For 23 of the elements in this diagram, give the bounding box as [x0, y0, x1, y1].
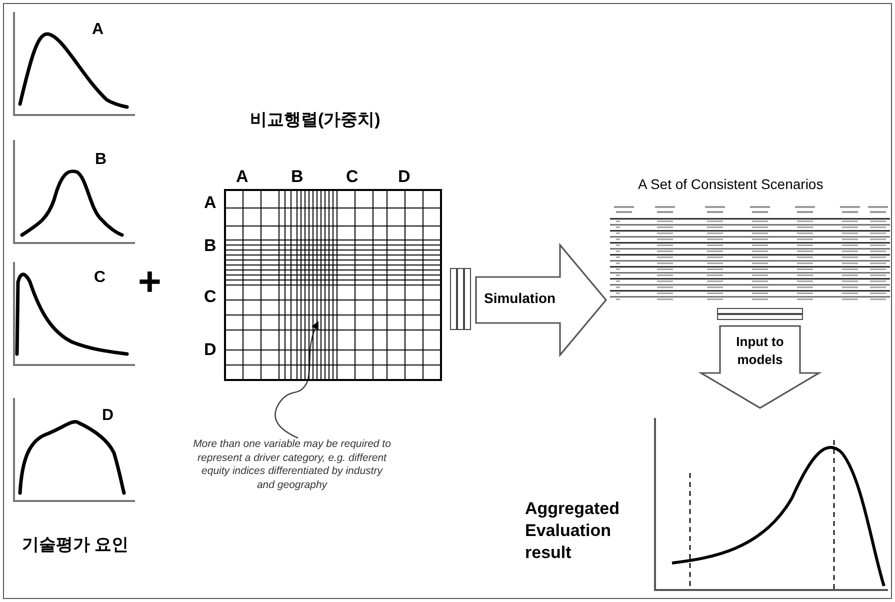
curve-letter: A	[92, 22, 104, 38]
row-header: B	[204, 237, 216, 254]
edge-label: Input to models	[735, 333, 785, 368]
matrix-title: 비교행렬(가중치)	[250, 109, 380, 131]
table-title: A Set of Consistent Scenarios	[638, 176, 824, 192]
column-header: B	[291, 168, 304, 185]
annotation-text: More than one variable may be required to represent a driver category, e.g. different equity indices differentiated by industry and geography	[192, 438, 392, 493]
column-header: D	[398, 168, 410, 185]
curve-letter: B	[95, 152, 107, 168]
leader-line	[274, 321, 319, 439]
column-header: A	[236, 168, 248, 185]
block-arrow	[698, 325, 822, 409]
block-arrow	[475, 242, 608, 358]
plus-sign: +	[138, 262, 162, 302]
group-caption: 기술평가 요인	[22, 536, 129, 553]
curve-letter: C	[94, 270, 106, 286]
row-header: A	[204, 194, 216, 211]
row-header: C	[204, 288, 216, 305]
column-header: C	[346, 168, 358, 185]
edge-label: Simulation	[484, 290, 556, 306]
row-header: D	[204, 341, 216, 358]
curve-letter: D	[102, 408, 114, 424]
chart-caption: Aggregated Evaluation result	[525, 498, 620, 564]
